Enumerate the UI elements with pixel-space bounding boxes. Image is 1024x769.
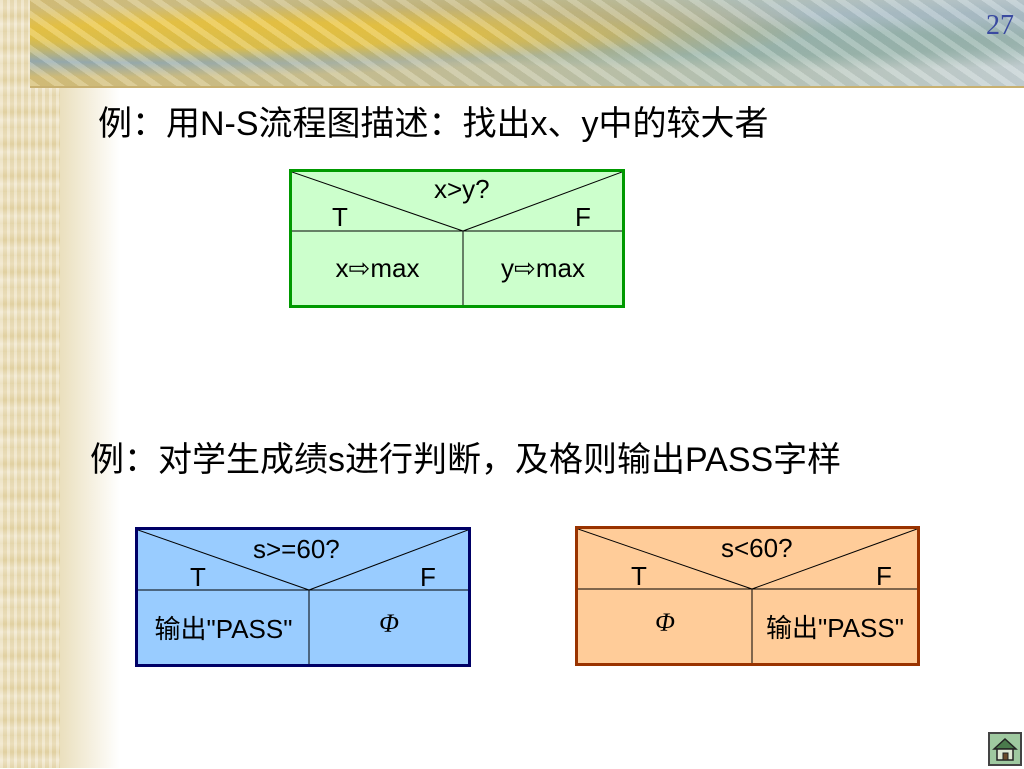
home-icon[interactable] bbox=[988, 732, 1022, 766]
ns-false-branch: y⇨max bbox=[501, 253, 585, 283]
page-number: 27 bbox=[986, 10, 1014, 41]
ns-true-label: T bbox=[190, 562, 206, 592]
heading-find-max: 例：用N-S流程图描述：找出x、y中的较大者 bbox=[98, 105, 769, 143]
ns-diagram-pass-ge60-lines bbox=[138, 530, 468, 664]
ns-true-branch: 输出"PASS" bbox=[154, 614, 293, 644]
background-left-strip bbox=[0, 0, 60, 768]
ns-false-branch-empty: Φ bbox=[379, 608, 399, 638]
home-icon-glyph bbox=[992, 737, 1018, 761]
ns-diagram-pass-lt60: s<60? T F Φ 输出"PASS" bbox=[575, 526, 920, 666]
ns-false-label: F bbox=[876, 561, 892, 591]
ns-false-branch: 输出"PASS" bbox=[766, 613, 904, 643]
background-left-fade bbox=[60, 0, 120, 768]
ns-true-label: T bbox=[631, 561, 647, 591]
ns-true-branch-empty: Φ bbox=[655, 607, 675, 637]
ns-false-label: F bbox=[575, 202, 591, 232]
ns-diagram-max-lines bbox=[292, 172, 622, 305]
ns-condition: x>y? bbox=[434, 174, 490, 204]
ns-condition: s>=60? bbox=[253, 534, 340, 564]
heading-pass-check: 例：对学生成绩s进行判断，及格则输出PASS字样 bbox=[90, 441, 842, 479]
ns-diagram-pass-ge60: s>=60? T F 输出"PASS" Φ bbox=[135, 527, 471, 667]
ns-true-label: T bbox=[332, 202, 348, 232]
ns-true-branch: x⇨max bbox=[335, 253, 420, 283]
ns-false-label: F bbox=[420, 562, 436, 592]
ns-diagram-pass-lt60-lines bbox=[578, 529, 917, 663]
background-top-banner bbox=[30, 0, 1024, 88]
ns-condition: s<60? bbox=[721, 533, 793, 563]
ns-diagram-max: x>y? T F x⇨max y⇨max bbox=[289, 169, 625, 308]
